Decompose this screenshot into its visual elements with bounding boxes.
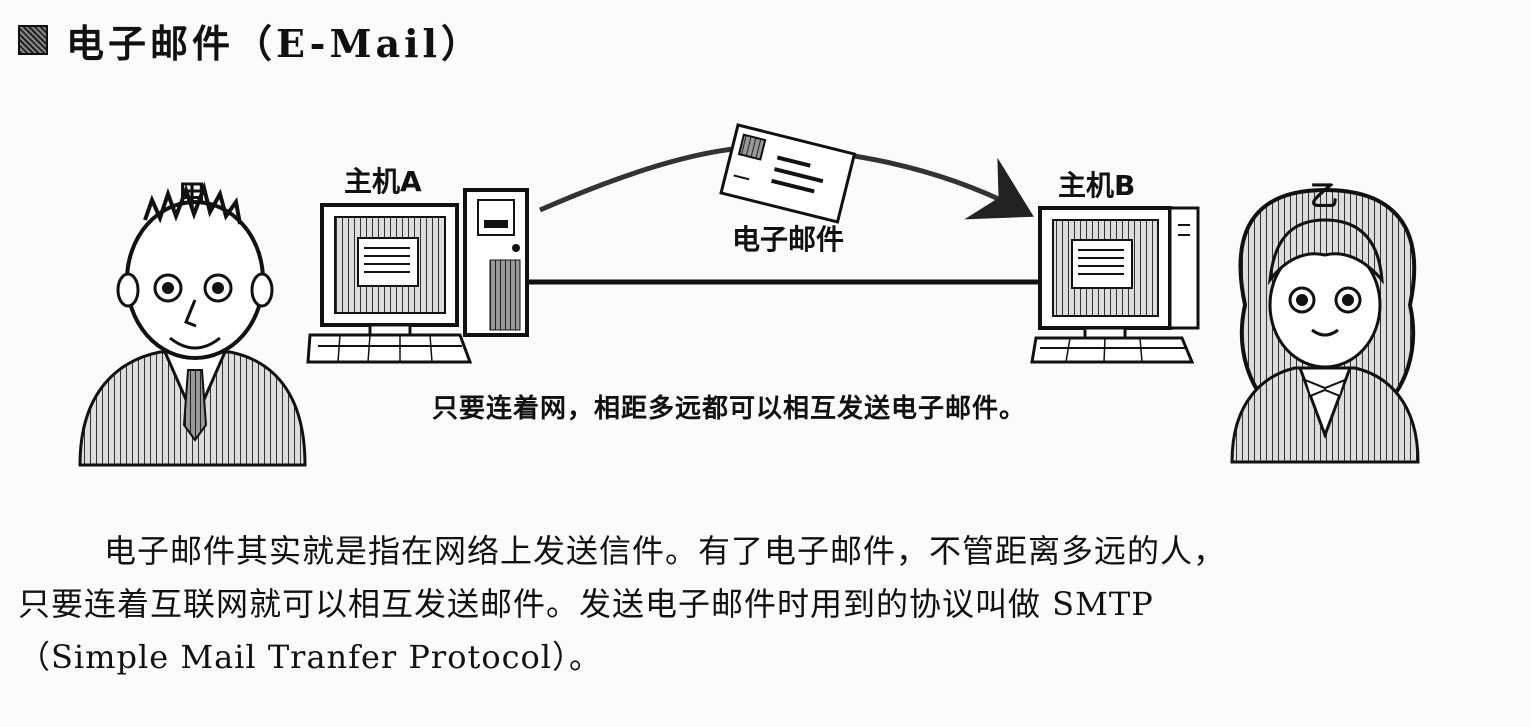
paragraph-line-2: 只要连着互联网就可以相互发送邮件。发送电子邮件时用到的协议叫做 SMTP: [18, 585, 1154, 623]
paragraph-line-1: 电子邮件其实就是指在网络上发送信件。有了电子邮件，不管距离多远的人，: [104, 532, 1227, 570]
host-a-label: 主机A: [344, 165, 422, 198]
host-b-label: 主机B: [1058, 169, 1136, 202]
mail-label: 电子邮件: [732, 223, 845, 256]
envelope-icon: [719, 123, 857, 224]
diagram-illustration: [78, 123, 1420, 467]
body-paragraph: 电子邮件其实就是指在网络上发送信件。有了电子邮件，不管距离多远的人， 只要连着互…: [18, 525, 1518, 684]
diagram-caption: 只要连着网，相距多远都可以相互发送电子邮件。: [432, 394, 1027, 424]
hatched-square-icon: [18, 25, 48, 55]
person-right-label: 乙: [1310, 179, 1339, 212]
person-left-icon: [78, 181, 307, 467]
section-heading: 电子邮件（E-Mail）: [18, 10, 483, 70]
host-a-computer-icon: [306, 188, 529, 364]
host-b-computer-icon: [1030, 206, 1200, 364]
paragraph-line-3: （Simple Mail Tranfer Protocol）。: [18, 638, 603, 676]
email-diagram: 甲 主机A 主机B 乙 电子邮件 只要连着网，相距多远都可以相互发送电子邮件。: [0, 90, 1531, 490]
person-right-icon: [1230, 187, 1420, 464]
person-left-label: 甲: [178, 179, 207, 212]
section-title: 电子邮件（E-Mail）: [66, 20, 483, 66]
